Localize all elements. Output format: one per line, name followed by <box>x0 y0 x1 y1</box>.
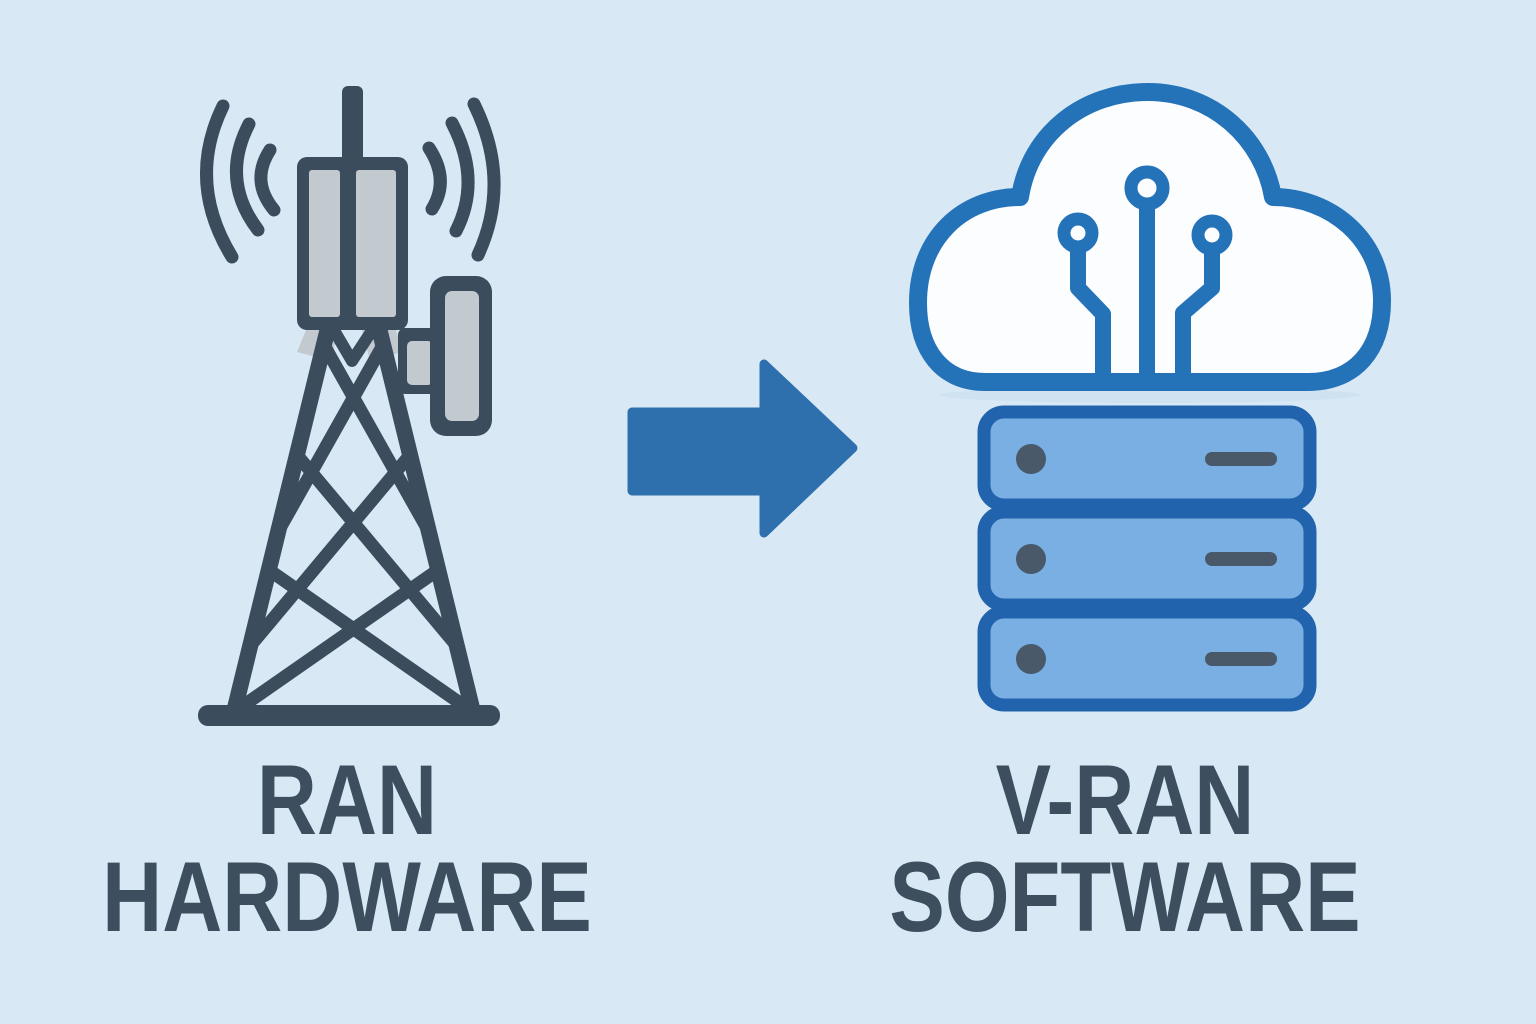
server-unit <box>977 505 1317 612</box>
server-unit <box>977 605 1317 712</box>
signal-waves-right-icon <box>422 97 501 262</box>
left-caption: RAN HARDWARE <box>78 744 616 952</box>
left-caption-line2: HARDWARE <box>102 841 592 952</box>
cell-tower-icon <box>198 86 501 726</box>
right-caption: V-RAN SOFTWARE <box>869 744 1381 952</box>
circuit-traces <box>1057 165 1233 383</box>
circuit-node-icon <box>1057 212 1099 254</box>
server-led <box>1016 644 1046 674</box>
side-antenna-unit <box>398 276 492 436</box>
server-unit <box>977 405 1317 512</box>
cloud-circuit-icon <box>909 83 1391 403</box>
circuit-node-icon <box>1124 165 1170 211</box>
arrow-right-icon <box>627 359 858 538</box>
circuit-node-icon <box>1191 214 1233 256</box>
server-vent <box>1205 552 1277 566</box>
tower-mast <box>342 86 363 170</box>
server-stack-icon <box>977 405 1317 712</box>
server-vent <box>1205 452 1277 466</box>
tower-base-bar <box>198 705 500 726</box>
tower-lattice <box>226 324 481 720</box>
right-caption-line2: SOFTWARE <box>889 841 1361 952</box>
left-caption-line1: RAN <box>256 744 438 855</box>
server-vent <box>1205 652 1277 666</box>
signal-waves-left-icon <box>200 99 281 264</box>
server-led <box>1016 544 1046 574</box>
antenna-panels <box>297 157 408 330</box>
server-led <box>1016 444 1046 474</box>
right-caption-line1: V-RAN <box>995 744 1255 855</box>
